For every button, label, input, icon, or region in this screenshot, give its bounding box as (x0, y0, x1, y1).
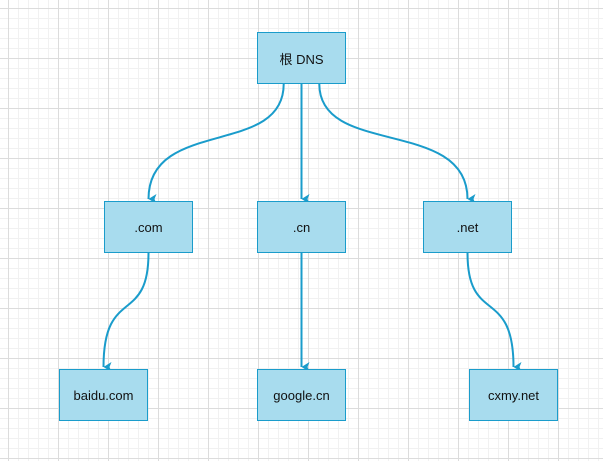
node-label: .cn (292, 219, 311, 235)
node-label: .net (456, 219, 479, 235)
node-label: .com (134, 219, 163, 235)
node-root-dns[interactable]: 根 DNS (257, 32, 346, 84)
node-com[interactable]: .com (104, 201, 193, 253)
node-label: baidu.com (73, 387, 134, 403)
node-baidu-com[interactable]: baidu.com (59, 369, 148, 421)
node-cn[interactable]: .cn (257, 201, 346, 253)
edge-root-to-net (318, 83, 476, 204)
edge-com-to-baidu (102, 252, 150, 373)
node-label: cxmy.net (487, 387, 540, 403)
node-google-cn[interactable]: google.cn (257, 369, 346, 421)
node-cxmy-net[interactable]: cxmy.net (469, 369, 558, 421)
node-label: google.cn (273, 387, 330, 403)
node-label: 根 DNS (279, 51, 324, 67)
edge-net-to-cxmy (466, 252, 522, 372)
edge-root-to-com (147, 83, 285, 205)
node-net[interactable]: .net (423, 201, 512, 253)
